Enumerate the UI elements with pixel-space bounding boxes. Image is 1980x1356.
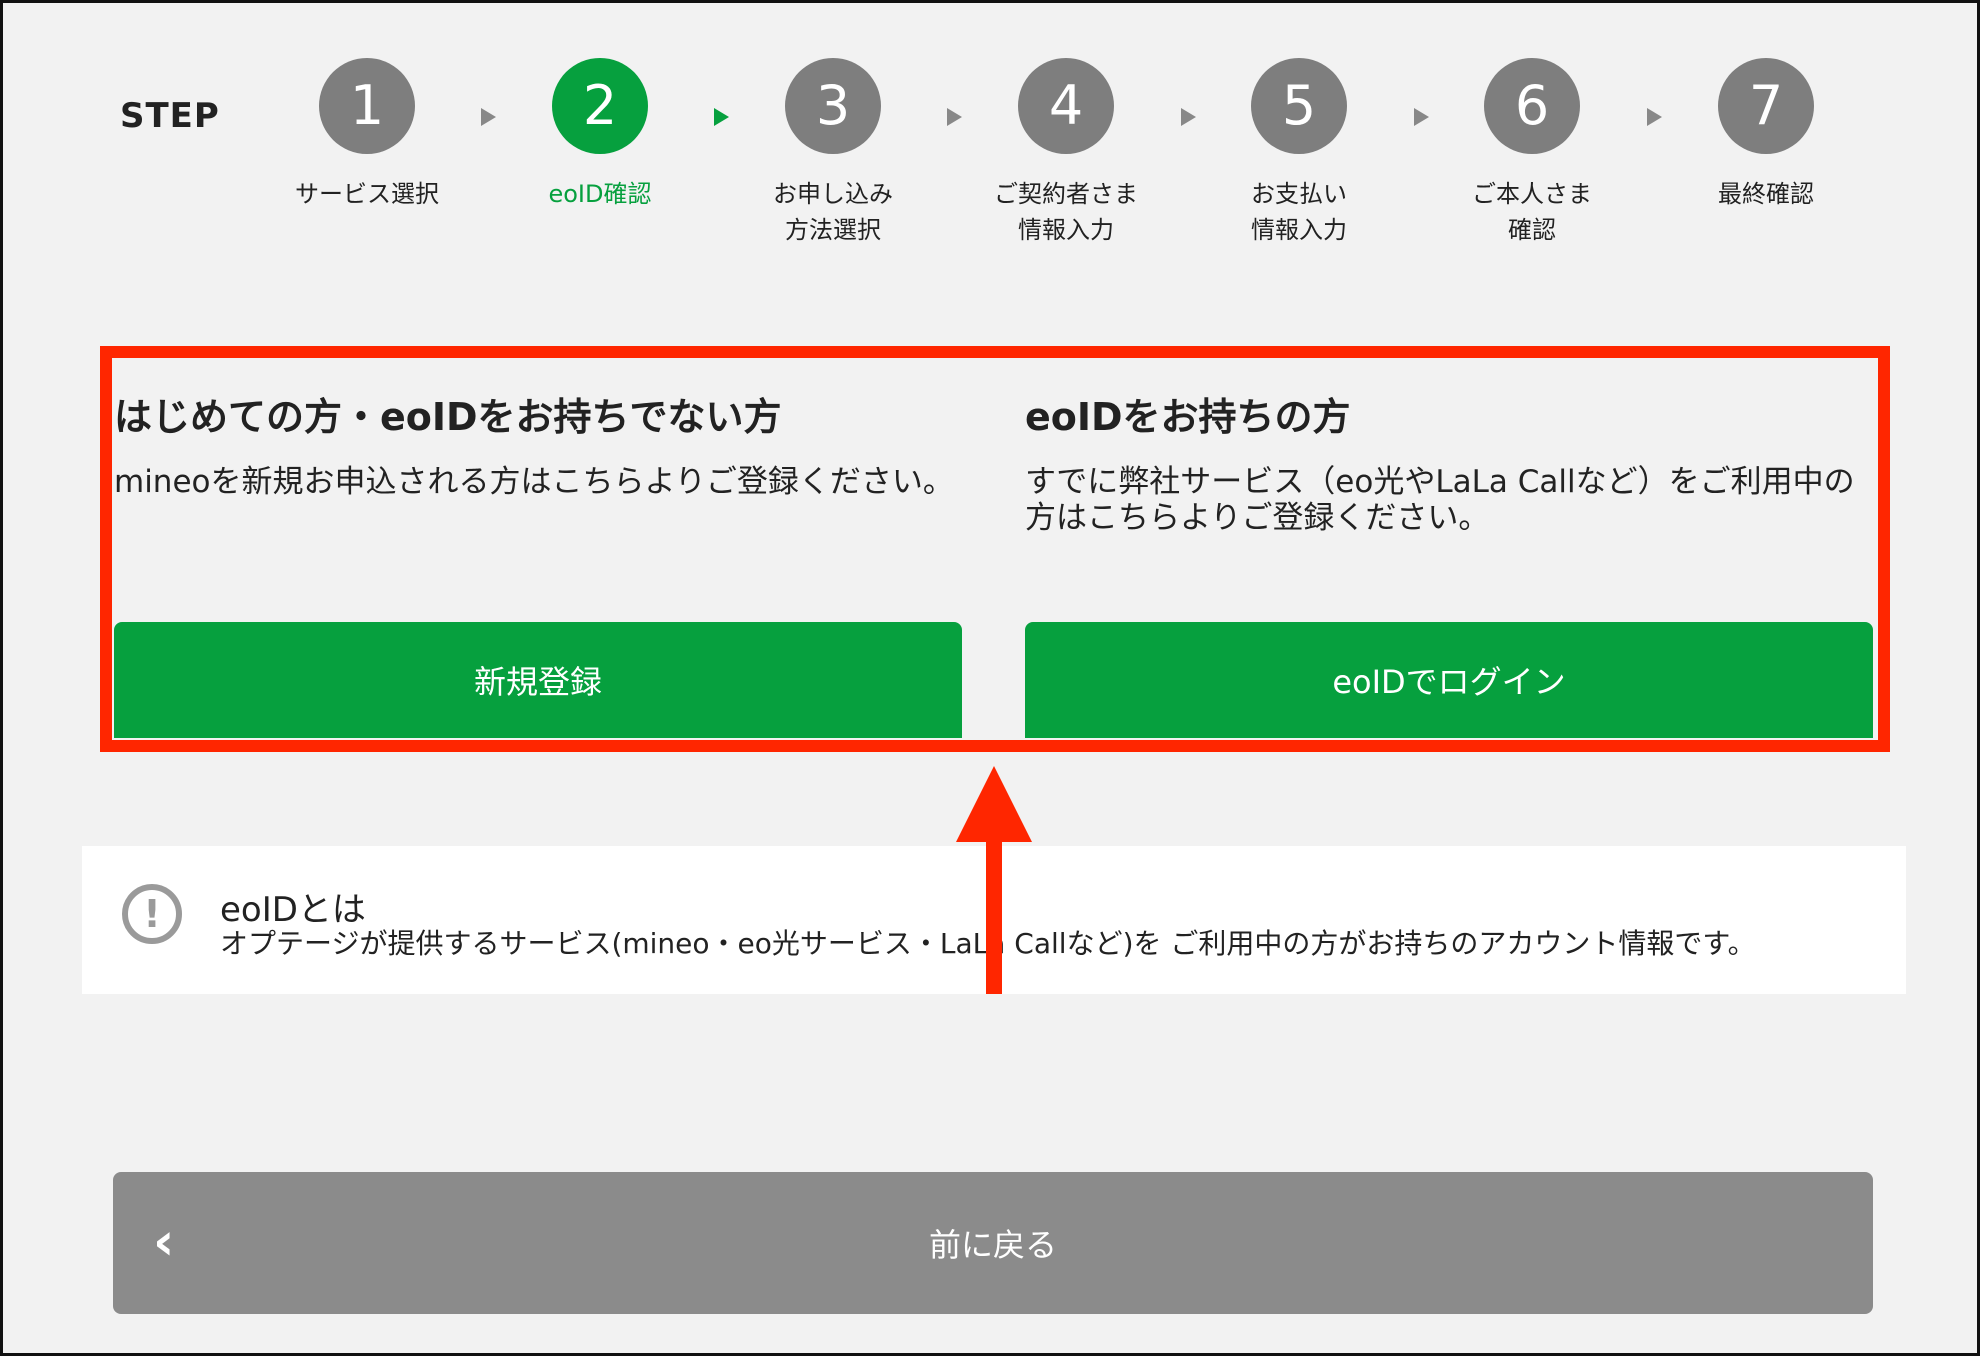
step-name: サービス選択 (295, 180, 439, 208)
existing-user-section: eoIDをお持ちの方 すでに弊社サービス（eo光やLaLa Callなど）をご利… (1025, 392, 1873, 536)
highlight-box (100, 346, 1890, 752)
step-number: 3 (785, 58, 881, 154)
step-arrow-icon (1181, 108, 1196, 126)
step-arrow-icon (947, 108, 962, 126)
step-2: 2 eoID確認 (500, 58, 700, 212)
step-4: 4 ご契約者さま情報入力 (966, 58, 1166, 248)
step-5: 5 お支払い情報入力 (1199, 58, 1399, 248)
step-6: 6 ご本人さま確認 (1432, 58, 1632, 248)
step-arrow-icon (1414, 108, 1429, 126)
info-title: eoIDとは (220, 890, 366, 930)
step-number: 5 (1251, 58, 1347, 154)
step-name: ご契約者さま情報入力 (994, 180, 1138, 244)
step-3: 3 お申し込み方法選択 (733, 58, 933, 248)
step-arrow-icon (481, 108, 496, 126)
back-button-label: 前に戻る (928, 1226, 1057, 1264)
new-user-section: はじめての方・eoIDをお持ちでない方 mineoを新規お申込される方はこちらよ… (114, 392, 962, 500)
step-name: 最終確認 (1718, 180, 1814, 208)
step-7: 7 最終確認 (1666, 58, 1866, 212)
step-number: 2 (552, 58, 648, 154)
step-name: eoID確認 (548, 180, 652, 208)
exclamation-circle-icon: ! (122, 884, 182, 944)
step-number: 7 (1718, 58, 1814, 154)
chevron-left-icon: ‹ (153, 1212, 175, 1272)
step-number: 4 (1018, 58, 1114, 154)
new-user-description: mineoを新規お申込される方はこちらよりご登録ください。 (114, 464, 954, 500)
register-button[interactable]: 新規登録 (114, 622, 962, 738)
step-label: STEP (120, 96, 220, 136)
existing-user-description: すでに弊社サービス（eo光やLaLa Callなど）をご利用中の方はこちらよりご… (1025, 464, 1855, 536)
back-button[interactable]: ‹ 前に戻る (113, 1172, 1873, 1314)
annotation-arrow-shaft (986, 840, 1002, 994)
step-name: ご本人さま確認 (1472, 180, 1592, 244)
step-name: お支払い情報入力 (1251, 180, 1347, 244)
existing-user-heading: eoIDをお持ちの方 (1025, 395, 1351, 439)
step-number: 6 (1484, 58, 1580, 154)
step-name: お申し込み方法選択 (773, 180, 893, 244)
step-1: 1 サービス選択 (267, 58, 467, 212)
step-number: 1 (319, 58, 415, 154)
annotation-arrow-icon (956, 766, 1032, 842)
eoid-login-button[interactable]: eoIDでログイン (1025, 622, 1873, 738)
step-arrow-icon (1647, 108, 1662, 126)
new-user-heading: はじめての方・eoIDをお持ちでない方 (114, 395, 782, 439)
step-arrow-icon (714, 108, 729, 126)
